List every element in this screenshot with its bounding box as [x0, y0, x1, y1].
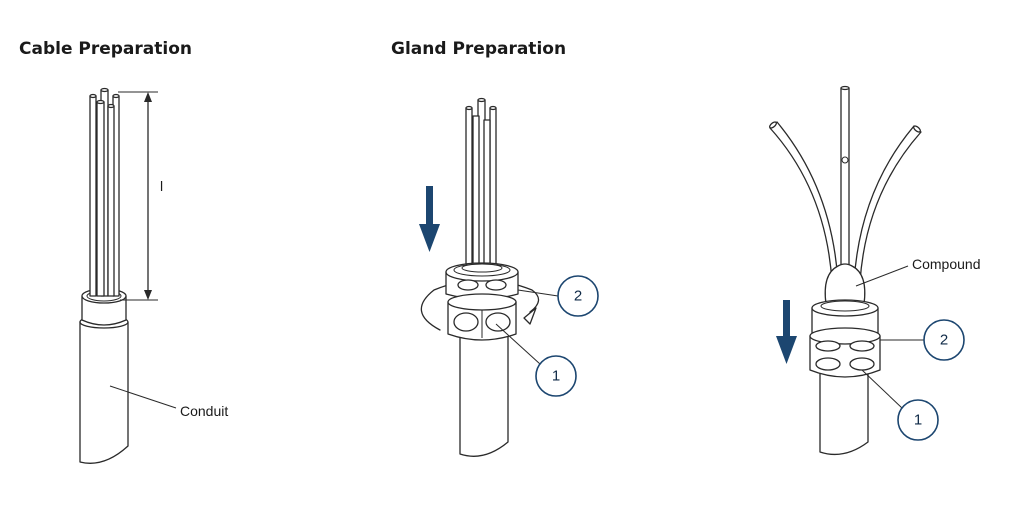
compound-fill: [824, 263, 866, 305]
splayed-cores: [769, 85, 922, 285]
conduit-body: [79, 288, 129, 464]
conduit-leader-line: [109, 385, 177, 409]
rotation-arrow-head: [523, 307, 537, 325]
gland-compound-figure: Compound 2 1: [769, 85, 981, 456]
gland-conduit: [459, 329, 509, 457]
callout-2-number: 2: [574, 288, 582, 305]
callout-2b-circle: [923, 319, 965, 361]
gland-fitting-figure: 2 1: [419, 97, 599, 457]
cable-preparation-heading: Cable Preparation: [19, 39, 192, 59]
callout-1-leader: [495, 323, 541, 365]
callout-1-number: 1: [552, 368, 560, 385]
gland-cores: [465, 97, 497, 273]
cable-cores: [89, 87, 120, 297]
callout-2-leader: [517, 289, 559, 297]
callout-1b-circle: [897, 399, 939, 441]
callout-1-circle: [535, 355, 577, 397]
callout-2-circle: [557, 275, 599, 317]
gland-preparation-heading: Gland Preparation: [391, 39, 567, 59]
callout-1b-leader: [861, 369, 903, 409]
callout-2b-number: 2: [940, 332, 948, 349]
insert-arrow-compound: [776, 300, 797, 364]
length-dimension: [118, 91, 158, 301]
cable-preparation-figure: l Conduit: [79, 87, 228, 464]
insert-arrow: [419, 186, 440, 252]
compound-leader: [855, 265, 909, 287]
compound-gland-body: [809, 299, 881, 378]
length-label: l: [160, 178, 163, 194]
callout-1b-number: 1: [914, 412, 922, 429]
gland-hex-nut: [447, 293, 517, 341]
compound-label: Compound: [912, 256, 981, 272]
compound-conduit: [819, 369, 869, 456]
conduit-label: Conduit: [180, 403, 228, 419]
